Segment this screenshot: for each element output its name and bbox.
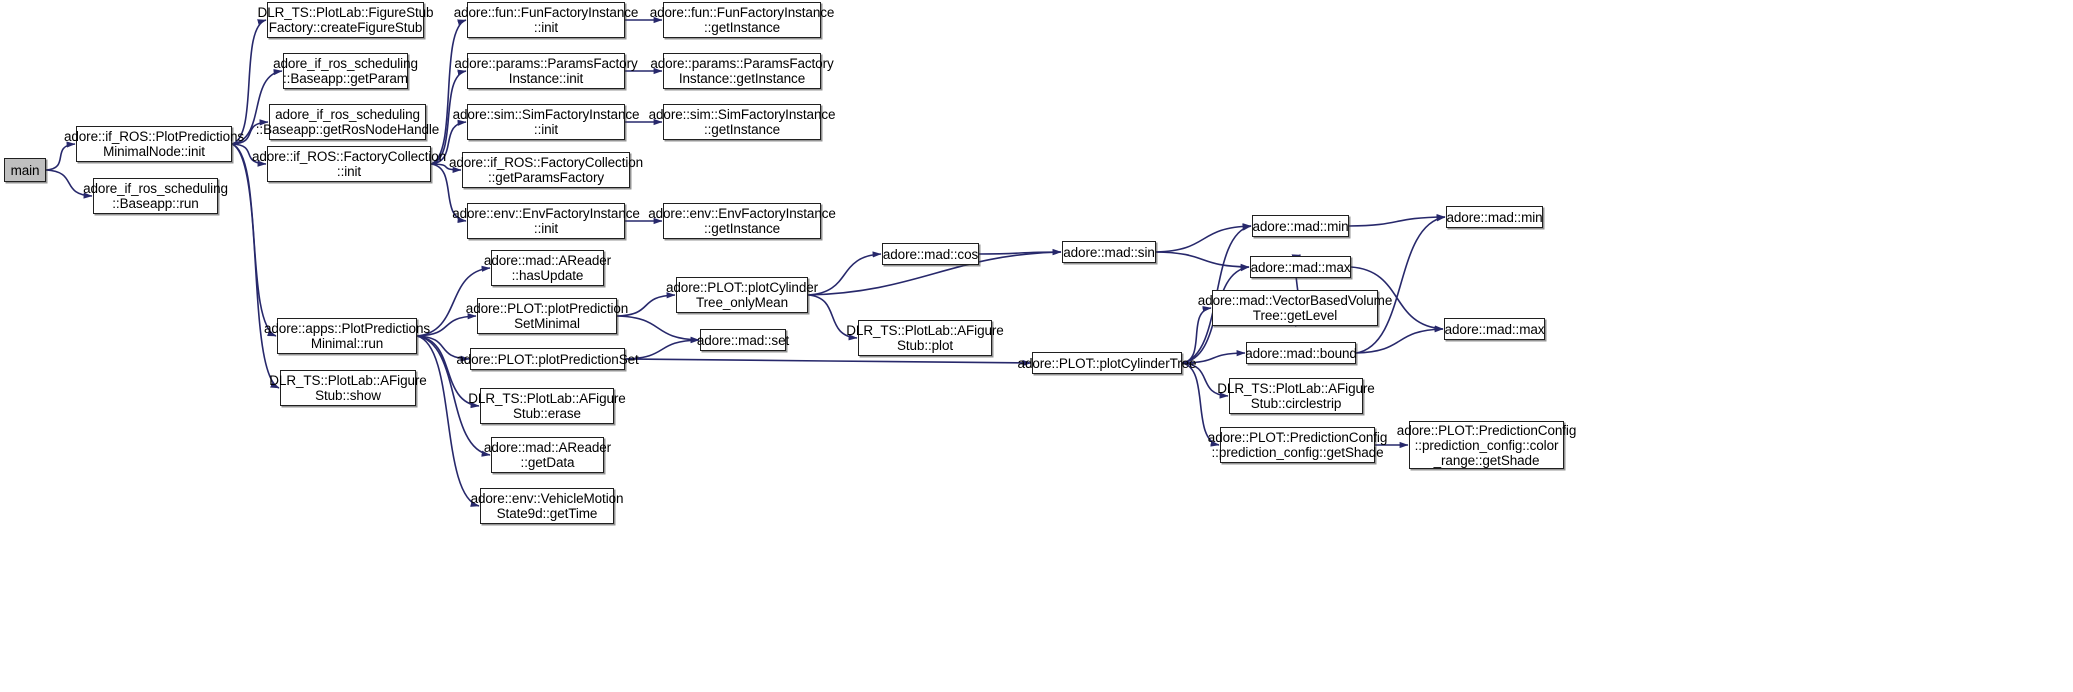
graph-edge-mad_cos--mad_sin <box>978 248 1062 256</box>
graph-node-getrosnodehandle[interactable]: adore_if_ros_scheduling ::Baseapp::getRo… <box>256 104 439 140</box>
graph-edge-mad_bound--mad_max_2 <box>1355 326 1444 354</box>
graph-node-vehiclemotionstate_gettime[interactable]: adore::env::VehicleMotion State9d::getTi… <box>471 488 624 524</box>
graph-node-funfactory_getinstance[interactable]: adore::fun::FunFactoryInstance ::getInst… <box>650 2 834 38</box>
graph-node-afigurestub_erase[interactable]: DLR_TS::PlotLab::AFigure Stub::erase <box>468 388 626 424</box>
graph-node-plotpredictionsetminimal[interactable]: adore::PLOT::plotPrediction SetMinimal <box>466 298 628 334</box>
graph-node-vectorvolumetree_getlevel[interactable]: adore::mad::VectorBasedVolume Tree::getL… <box>1198 290 1392 326</box>
graph-node-simfactory_getinstance[interactable]: adore::sim::SimFactoryInstance ::getInst… <box>649 104 836 140</box>
graph-node-afigurestub_circlestrip[interactable]: DLR_TS::PlotLab::AFigure Stub::circlestr… <box>1217 378 1375 414</box>
graph-node-plotpredmin_init[interactable]: adore::if_ROS::PlotPredictions MinimalNo… <box>64 126 244 162</box>
graph-node-simfactory_init[interactable]: adore::sim::SimFactoryInstance ::init <box>453 104 640 140</box>
graph-node-mad_min_1[interactable]: adore::mad::min <box>1252 215 1349 237</box>
graph-node-areader_getdata[interactable]: adore::mad::AReader ::getData <box>484 437 611 473</box>
graph-node-factorycollection_init[interactable]: adore::if_ROS::FactoryCollection ::init <box>252 146 446 182</box>
graph-node-areader_hasupdate[interactable]: adore::mad::AReader ::hasUpdate <box>484 250 611 286</box>
graph-node-envfactory_getinstance[interactable]: adore::env::EnvFactoryInstance ::getInst… <box>648 203 836 239</box>
graph-node-predconfig_getshade[interactable]: adore::PLOT::PredictionConfig ::predicti… <box>1208 427 1387 463</box>
graph-node-getparam[interactable]: adore_if_ros_scheduling ::Baseapp::getPa… <box>273 53 418 89</box>
graph-node-baseapp_run[interactable]: adore_if_ros_scheduling ::Baseapp::run <box>83 178 228 214</box>
graph-node-mad_set[interactable]: adore::mad::set <box>697 329 789 351</box>
graph-node-mad_bound[interactable]: adore::mad::bound <box>1245 342 1357 364</box>
graph-edge-mad_sin--mad_min_1 <box>1155 223 1252 253</box>
graph-edge-plotcylindertree_onlymean--mad_cos <box>807 251 882 296</box>
graph-node-mad_min_2[interactable]: adore::mad::min <box>1446 206 1543 228</box>
graph-edge-factorycollection_init--funfactory_init <box>430 19 467 165</box>
graph-edge-mad_min_1--mad_min_2 <box>1348 213 1446 227</box>
graph-edge-plotpredictionsetminimal--mad_set <box>616 315 700 343</box>
graph-node-getparamsfactory[interactable]: adore::if_ROS::FactoryCollection ::getPa… <box>449 152 643 188</box>
graph-node-envfactory_init[interactable]: adore::env::EnvFactoryInstance ::init <box>452 203 640 239</box>
graph-node-paramsfactory_init[interactable]: adore::params::ParamsFactory Instance::i… <box>454 53 638 89</box>
graph-node-mad_max_1[interactable]: adore::mad::max <box>1250 256 1351 278</box>
graph-edge-plotpredictionset--plotcylindertree <box>624 358 1032 367</box>
graph-node-plotpredictionset[interactable]: adore::PLOT::plotPredictionSet <box>456 348 639 370</box>
graph-node-mad_sin[interactable]: adore::mad::sin <box>1062 241 1156 263</box>
graph-node-plotpredmin_run[interactable]: adore::apps::PlotPredictions Minimal::ru… <box>264 318 430 354</box>
graph-node-mad_cos[interactable]: adore::mad::cos <box>882 243 979 265</box>
graph-node-plotcylindertree_onlymean[interactable]: adore::PLOT::plotCylinder Tree_onlyMean <box>666 277 818 313</box>
graph-node-mad_max_2[interactable]: adore::mad::max <box>1444 318 1545 340</box>
graph-edge-mad_bound--mad_min_2 <box>1355 215 1446 354</box>
graph-node-funfactory_init[interactable]: adore::fun::FunFactoryInstance ::init <box>454 2 638 38</box>
graph-node-afigurestub_plot[interactable]: DLR_TS::PlotLab::AFigure Stub::plot <box>846 320 1004 356</box>
graph-node-paramsfactory_getinstance[interactable]: adore::params::ParamsFactory Instance::g… <box>650 53 834 89</box>
graph-node-main[interactable]: main <box>4 158 46 182</box>
graph-node-afigurestub_show[interactable]: DLR_TS::PlotLab::AFigure Stub::show <box>269 370 427 406</box>
graph-node-plotcylindertree[interactable]: adore::PLOT::plotCylinderTree <box>1018 352 1197 374</box>
graph-node-createfigurestub[interactable]: DLR_TS::PlotLab::FigureStub Factory::cre… <box>258 2 434 38</box>
graph-node-predconfig_colorrange_getshade[interactable]: adore::PLOT::PredictionConfig ::predicti… <box>1396 421 1577 469</box>
graph-edge-mad_sin--mad_max_1 <box>1155 251 1250 270</box>
